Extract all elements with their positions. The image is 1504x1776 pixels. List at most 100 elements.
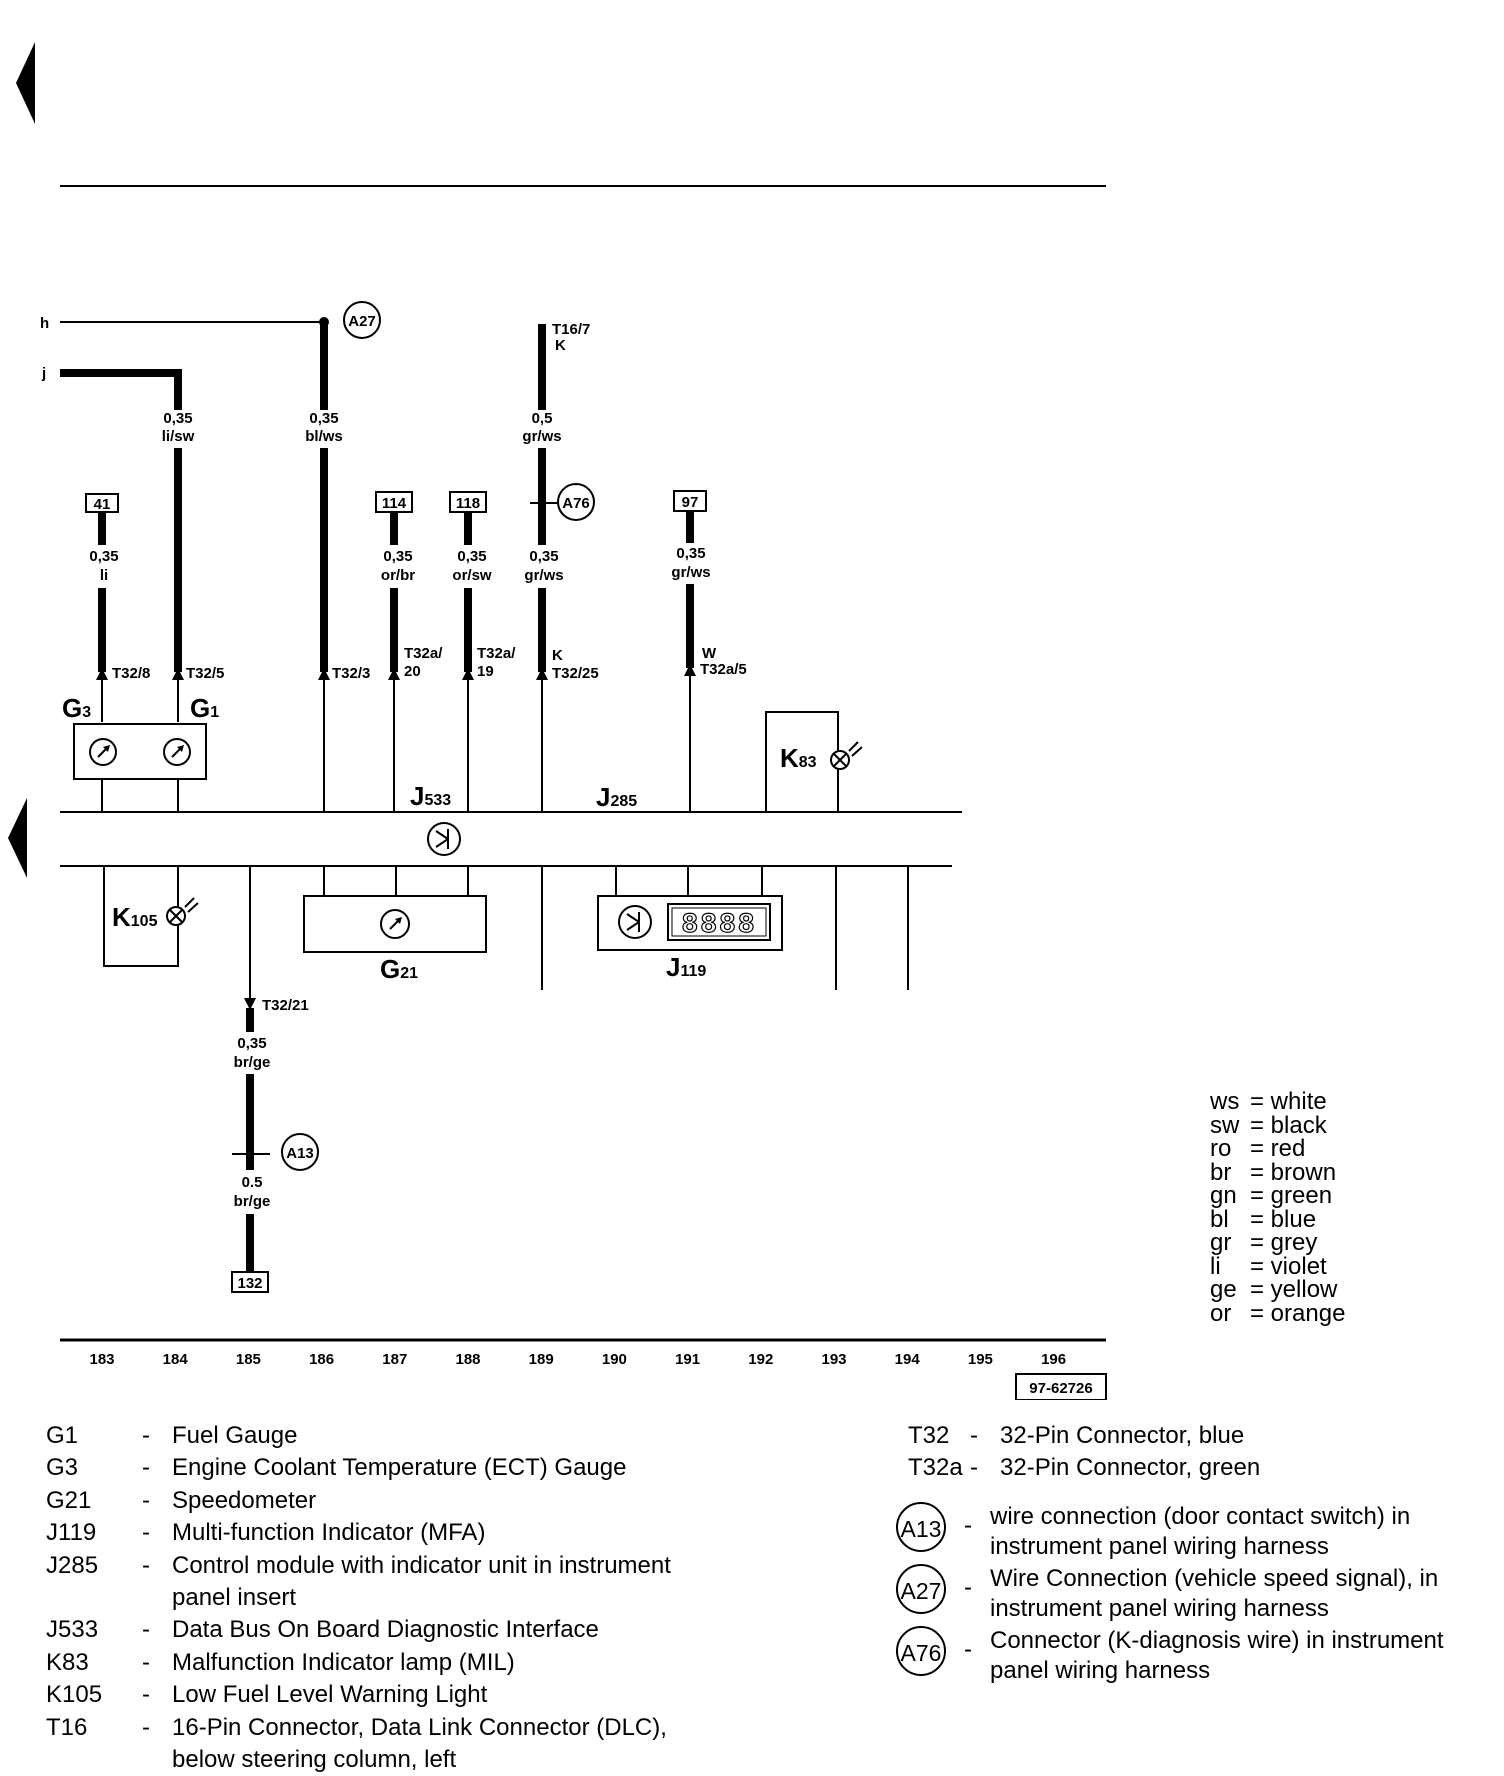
wire-184-color: li/sw	[162, 428, 195, 445]
component-g21: G21	[380, 954, 418, 984]
color-legend-row: li= violet	[1210, 1254, 1345, 1279]
legend-desc: Control module with indicator unit in in…	[172, 1551, 671, 1579]
pin-184: T32/5	[186, 665, 224, 682]
wire-connection-icon: A27	[896, 1564, 946, 1614]
prev-page-arrow-icon[interactable]	[16, 42, 35, 124]
legend-desc: below steering column, left	[172, 1746, 457, 1774]
wire-189-size: 0,35	[529, 548, 558, 565]
legend-desc: Low Fuel Level Warning Light	[172, 1681, 488, 1709]
wire-connection-icon: A76	[896, 1626, 946, 1676]
color-legend-row: br= brown	[1210, 1158, 1345, 1186]
legend-desc: Connector (K-diagnosis wire) in instrume…	[990, 1626, 1496, 1686]
wire-191-size: 0,35	[676, 545, 705, 562]
legend-code	[46, 1744, 142, 1776]
legend-code: J285	[46, 1551, 99, 1579]
component-j119: J119	[666, 952, 706, 982]
wire-186-color: bl/ws	[305, 428, 343, 445]
svg-text:118: 118	[456, 495, 480, 512]
legend-code: K105	[46, 1681, 103, 1709]
pin-185: T32/21	[262, 997, 309, 1014]
ref-box-132	[231, 1271, 269, 1293]
legend-row: K83-Malfunction Indicator lamp (MIL)	[46, 1647, 706, 1679]
color-name: = orange	[1250, 1299, 1346, 1327]
color-name: = white	[1250, 1088, 1327, 1115]
track-number: 190	[602, 1351, 627, 1368]
legend-code: K83	[46, 1648, 89, 1676]
color-name: = black	[1250, 1111, 1327, 1139]
legend-dash: -	[142, 1616, 150, 1644]
legend-row: G1-Fuel Gauge	[46, 1420, 706, 1452]
color-code: gn	[1210, 1182, 1237, 1209]
legend-code: T16	[46, 1713, 88, 1741]
color-code: or	[1210, 1299, 1232, 1327]
legend-dash: -	[970, 1454, 978, 1482]
color-legend-row: ro= red	[1210, 1137, 1345, 1161]
pin-188-b: 19	[477, 663, 494, 680]
legend-code: T32a	[908, 1454, 963, 1482]
wire-connection-legend: A13-wire connection (door contact switch…	[896, 1502, 1496, 1688]
legend-desc-line: Wire Connection (vehicle speed signal), …	[990, 1565, 1439, 1592]
legend-desc-line: instrument panel wiring harness	[990, 1595, 1329, 1622]
track-number: 195	[968, 1351, 993, 1368]
legend-dash: -	[142, 1681, 150, 1709]
track-number: 187	[382, 1351, 407, 1368]
legend-row: T16-16-Pin Connector, Data Link Connecto…	[46, 1712, 706, 1744]
color-name: = red	[1250, 1135, 1306, 1162]
pin-189-a: K	[552, 647, 563, 664]
legend-desc: Engine Coolant Temperature (ECT) Gauge	[172, 1454, 627, 1482]
color-code: bl	[1210, 1205, 1229, 1233]
track-number: 191	[675, 1351, 700, 1368]
track-number: 183	[89, 1351, 114, 1368]
wire-188-color: or/sw	[452, 567, 492, 584]
svg-text:114: 114	[382, 495, 407, 512]
color-name: = grey	[1250, 1229, 1318, 1256]
legend-dash: -	[142, 1486, 150, 1514]
diagram-id: 97-62726	[1029, 1380, 1092, 1397]
legend-desc-line: Connector (K-diagnosis wire) in instrume…	[990, 1627, 1444, 1654]
legend-circle-row: A13-wire connection (door contact switch…	[896, 1502, 1496, 1562]
mfa-display	[667, 903, 771, 941]
legend-code: G3	[46, 1454, 79, 1482]
wire-183-size: 0,35	[89, 548, 118, 565]
wire-end-j: j	[41, 365, 46, 382]
wire-187-size: 0,35	[383, 548, 412, 565]
color-code: ge	[1210, 1276, 1237, 1303]
prev-section-arrow-icon[interactable]	[8, 798, 27, 878]
wire-185b-size: 0.5	[242, 1174, 263, 1191]
legend-circle-row: A27-Wire Connection (vehicle speed signa…	[896, 1564, 1496, 1624]
color-code: gr	[1210, 1229, 1232, 1256]
wire-185a-color: br/ge	[234, 1054, 271, 1071]
legend-desc: wire connection (door contact switch) in…	[990, 1502, 1496, 1562]
component-k105: K105	[112, 902, 158, 932]
pin-187-a: T32a/	[404, 645, 443, 662]
pin-arrow-185	[244, 998, 256, 1010]
color-legend-row: bl= blue	[1210, 1205, 1345, 1233]
legend-row: panel insert	[46, 1582, 706, 1614]
pin-187-b: 20	[404, 663, 421, 680]
mfa-module-icon	[618, 905, 652, 939]
wire-185b-color: br/ge	[234, 1193, 271, 1210]
pin-186: T32/3	[332, 665, 370, 682]
track-number: 196	[1041, 1351, 1066, 1368]
legend-row: G21-Speedometer	[46, 1485, 706, 1517]
component-j533: J533	[410, 781, 451, 811]
color-legend-row: or = orange	[1210, 1299, 1346, 1327]
track-number: 193	[821, 1351, 846, 1368]
track-number: 189	[529, 1351, 554, 1368]
legend-dash: -	[142, 1551, 150, 1579]
svg-text:97: 97	[682, 494, 699, 511]
wire-186-size: 0,35	[309, 410, 338, 427]
color-legend-row: sw= black	[1210, 1111, 1345, 1139]
legend-code: G1	[46, 1422, 79, 1449]
legend-desc: 16-Pin Connector, Data Link Connector (D…	[172, 1713, 667, 1741]
color-code: br	[1210, 1158, 1232, 1186]
wire-183-color: li	[100, 567, 108, 584]
legend-desc-line: wire connection (door contact switch) in	[990, 1503, 1411, 1530]
legend-dash: -	[142, 1454, 150, 1482]
legend-row: G3 -Engine Coolant Temperature (ECT) Gaug…	[46, 1452, 706, 1484]
color-legend-row: ge= yellow	[1210, 1278, 1345, 1302]
wire-connection-icon: A13	[896, 1502, 946, 1552]
legend-dash: -	[142, 1648, 150, 1676]
